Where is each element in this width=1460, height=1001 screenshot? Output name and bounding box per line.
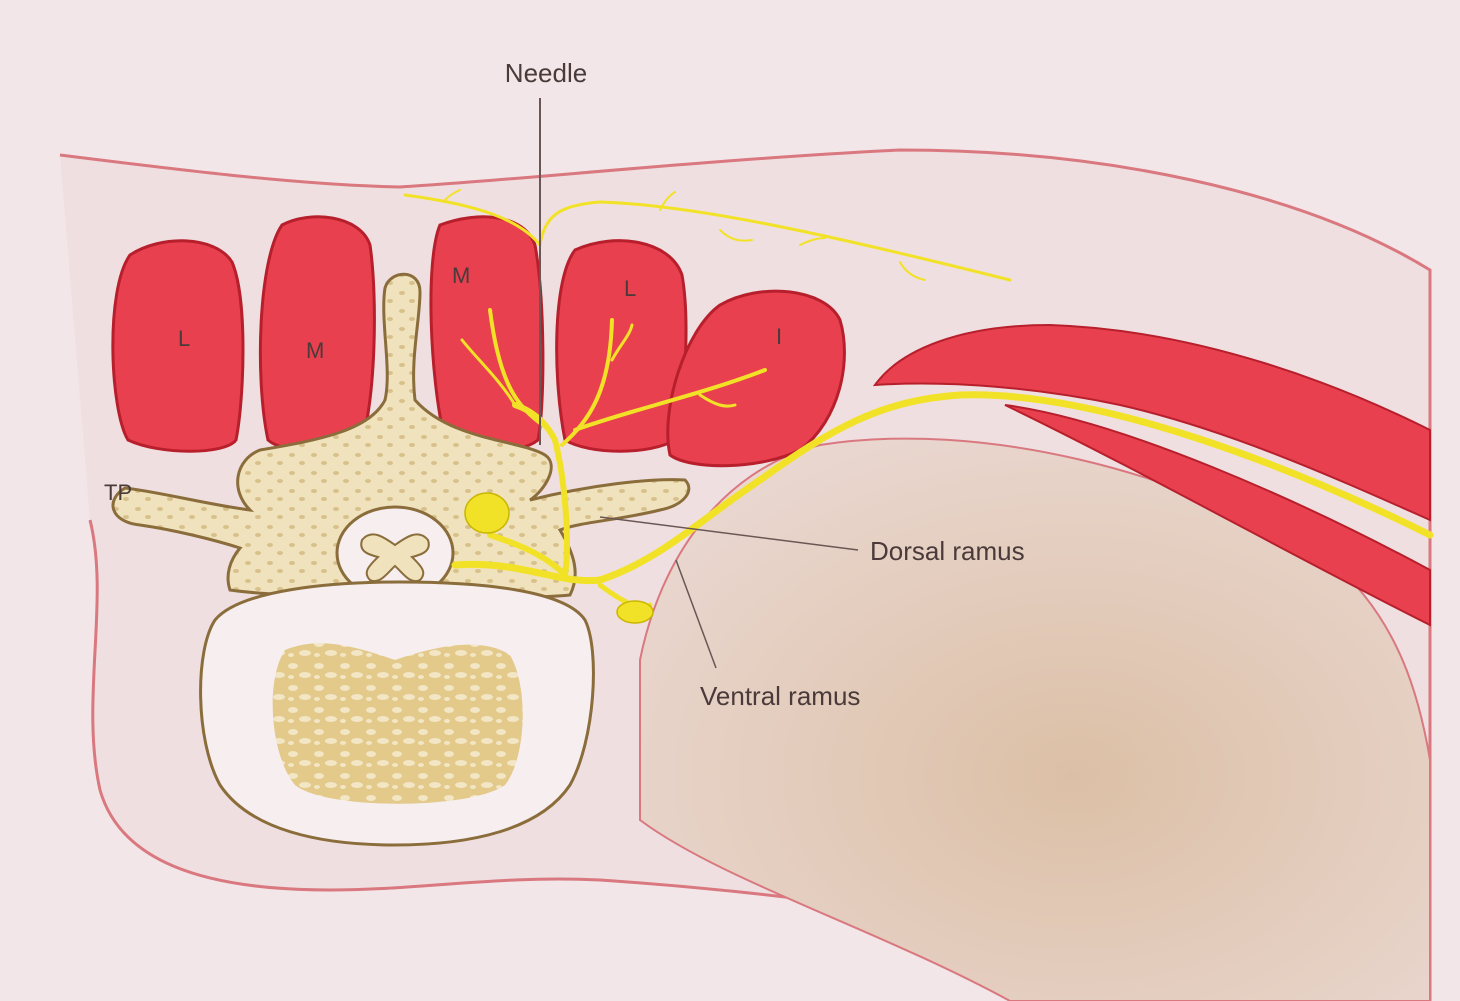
muscle-label-multifidus-left: M [306, 338, 324, 363]
dorsal-ramus-lateral-branch [560, 318, 614, 447]
transverse-process-label: TP [104, 480, 132, 505]
dorsal-ramus-intermediate-branch [573, 368, 767, 432]
ventral-ramus-leader [675, 559, 717, 669]
rib-muscle-upper [872, 323, 1431, 522]
needle-label: Needle [505, 58, 587, 88]
muscle-longissimus-left [111, 239, 245, 453]
cutaneous-twig-4 [899, 261, 926, 281]
dorsal-root-ganglion [464, 492, 510, 534]
ventral-ramus-nerve [451, 391, 1434, 585]
nerve-system [403, 189, 1434, 610]
muscle-label-iliocostalis-right: I [776, 324, 782, 349]
muscle-multifidus-left [258, 215, 376, 453]
ventral-ramus-label: Ventral ramus [700, 681, 860, 711]
dorsal-ramus-leader [599, 516, 859, 551]
dorsal-ramus-nerve [512, 402, 570, 578]
muscle-label-longissimus-left: L [178, 326, 190, 351]
muscle-multifidus-right [429, 215, 545, 453]
rib-muscle-lower [1004, 404, 1431, 627]
spinal-ganglion-connection [487, 532, 568, 578]
dorsal-ramus-medial-twig [460, 338, 517, 407]
muscle-label-longissimus-right: L [624, 276, 636, 301]
cutaneous-twig-5 [444, 189, 461, 201]
sympathetic-ganglion [616, 600, 654, 624]
dorsal-ramus-lateral-twig [610, 323, 634, 362]
muscle-label-multifidus-right: M [452, 263, 470, 288]
cutaneous-twig-2 [719, 229, 753, 242]
cutaneous-nerve-left [403, 193, 542, 247]
cutaneous-twig-1 [659, 191, 676, 211]
spinal-cord-grey-matter [360, 533, 430, 583]
dorsal-ramus-label: Dorsal ramus [870, 536, 1025, 566]
cutaneous-twig-3 [799, 237, 826, 246]
cutaneous-nerve-trunk [538, 200, 1012, 282]
dorsal-ramus-intermediate-twig [698, 393, 737, 408]
cancellous-bone [272, 643, 523, 804]
